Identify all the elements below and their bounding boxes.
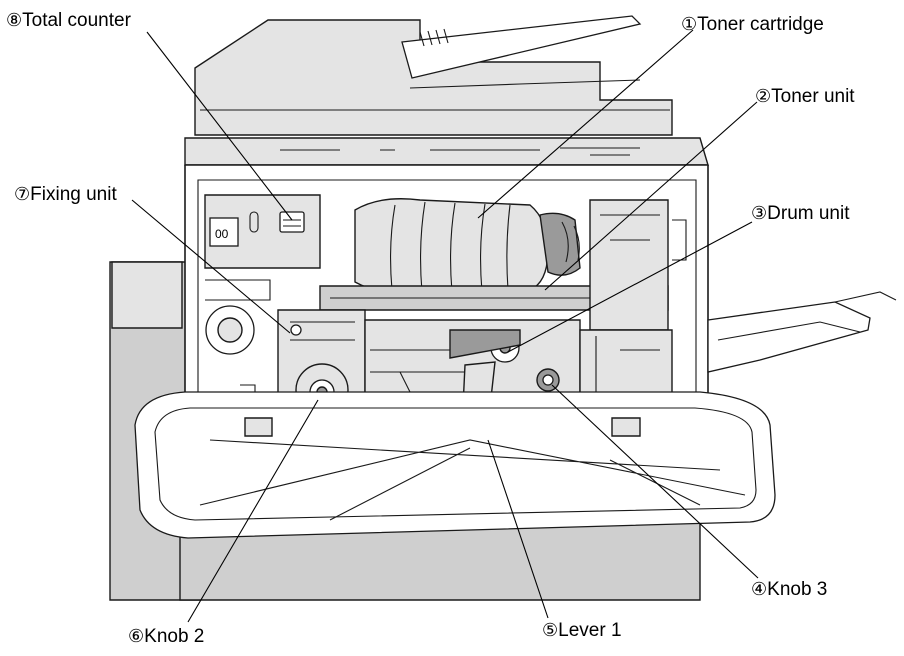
callout-label: Toner unit <box>771 86 855 107</box>
callout-label: Fixing unit <box>30 184 117 205</box>
feeder-output <box>409 79 641 89</box>
leader-knob-3 <box>551 384 759 579</box>
leader-lever-1 <box>487 439 549 619</box>
toner-cartridge-ribs <box>390 201 511 293</box>
leader-total-counter <box>146 31 293 221</box>
callout-label: Drum unit <box>767 203 850 224</box>
callout-label: Toner cartridge <box>697 14 824 35</box>
counter-slot <box>249 211 259 233</box>
counter-window <box>279 211 305 233</box>
callout-label: Lever 1 <box>558 620 622 641</box>
leader-fixing-unit <box>131 199 291 334</box>
feeder-tray-slots <box>419 28 449 47</box>
leader-toner-cartridge <box>477 29 694 219</box>
front-door-braces <box>199 439 746 521</box>
front-door-inner <box>154 407 757 521</box>
control-panel-details <box>280 147 640 156</box>
left-side-panel <box>111 261 183 329</box>
side-gear-inner <box>217 317 243 343</box>
fixing-screw <box>290 324 302 336</box>
feeder-tray <box>401 15 642 79</box>
callout-knob-3: ④Knob 3 <box>751 579 827 601</box>
callout-number: ⑥ <box>128 626 145 647</box>
callout-fixing-unit: ⑦Fixing unit <box>14 184 117 206</box>
counter-display-text: 00 <box>215 227 229 241</box>
callout-knob-2: ⑥Knob 2 <box>128 626 204 648</box>
callout-drum-unit: ③Drum unit <box>751 203 850 225</box>
fixing-unit-top <box>290 321 355 341</box>
callout-number: ⑦ <box>14 184 31 205</box>
callout-number: ① <box>681 14 698 35</box>
toner-cartridge-end <box>539 212 581 276</box>
callout-number: ③ <box>751 203 768 224</box>
callout-lever-1: ⑤Lever 1 <box>542 620 622 642</box>
door-hinge-left <box>244 417 273 437</box>
callout-number: ④ <box>751 579 768 600</box>
callout-toner-cartridge: ①Toner cartridge <box>681 14 824 36</box>
leader-toner-unit <box>544 101 758 291</box>
callout-number: ⑤ <box>542 620 559 641</box>
leader-knob-2 <box>187 399 319 623</box>
output-tray-inner <box>717 321 861 341</box>
output-wire <box>834 291 897 303</box>
callout-label: Knob 2 <box>144 626 205 647</box>
callout-number: ② <box>755 86 772 107</box>
right-box-detail <box>595 336 660 396</box>
callout-label: Total counter <box>22 10 131 31</box>
knob-3-inner <box>542 374 554 386</box>
callout-label: Knob 3 <box>767 579 828 600</box>
toner-gears <box>561 221 580 263</box>
counter-display <box>209 217 239 247</box>
leader-drum-unit <box>507 221 753 353</box>
door-hinge-right <box>611 417 641 437</box>
callout-number: ⑧ <box>6 10 23 31</box>
callout-toner-unit: ②Toner unit <box>755 86 855 108</box>
callout-total-counter: ⑧Total counter <box>6 10 131 32</box>
